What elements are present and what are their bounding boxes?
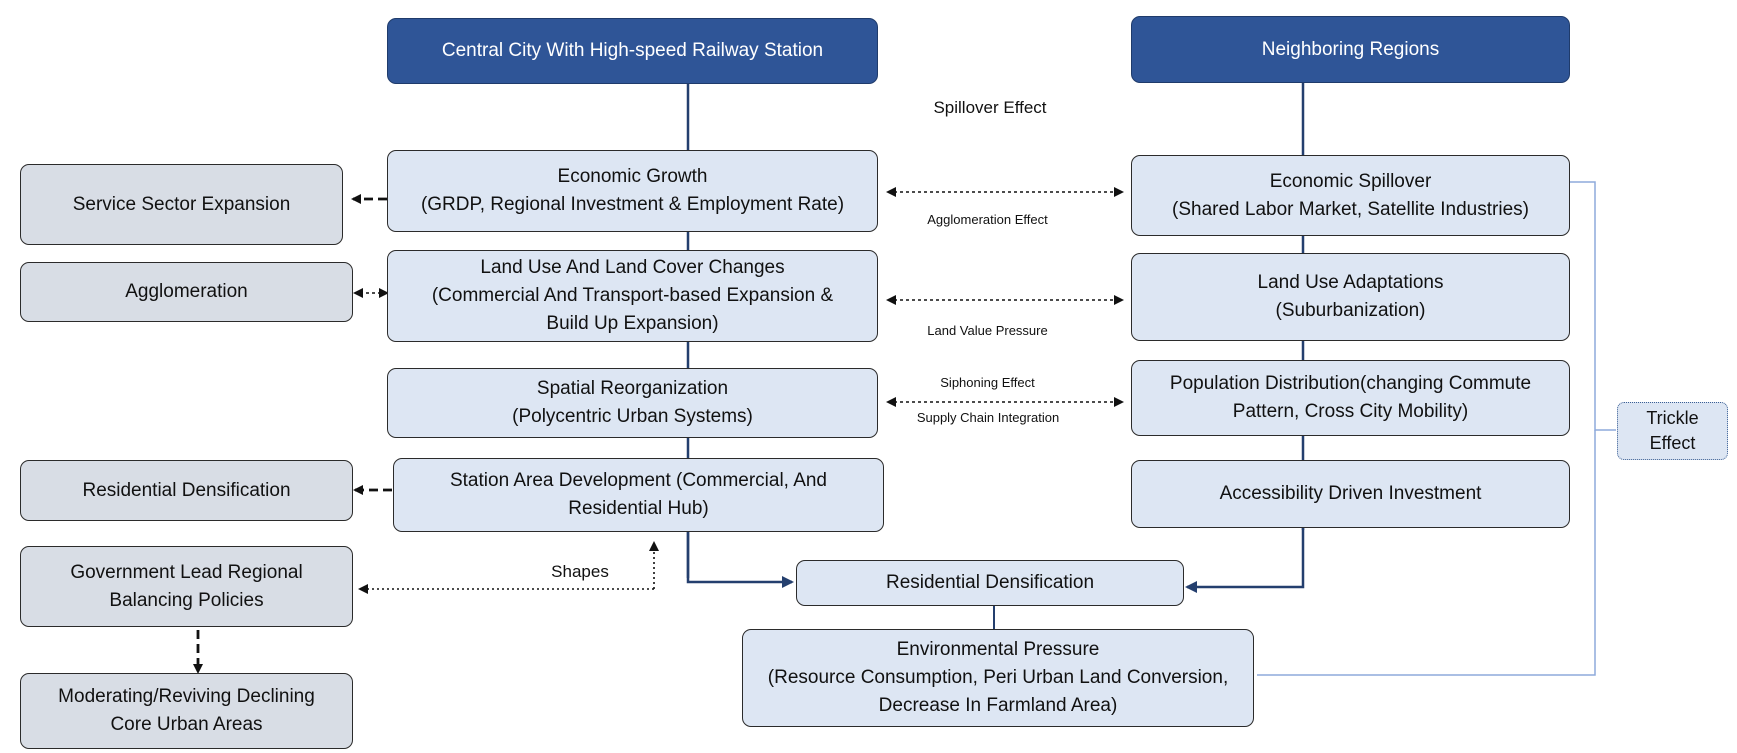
economic-spillover-box: Economic Spillover (Shared Labor Market,…	[1131, 155, 1570, 236]
central-to-residential-arrow	[686, 530, 794, 588]
land-use-changes-detail-2: Build Up Expansion)	[546, 313, 719, 334]
environmental-pressure-detail-1: (Resource Consumption, Peri Urban Land C…	[767, 667, 1229, 688]
station-area-development-box: Station Area Development (Commercial, An…	[393, 458, 884, 532]
residential-densification-left-text: Residential Densification	[82, 479, 291, 501]
environmental-pressure-detail-2: Decrease In Farmland Area)	[878, 695, 1118, 716]
siphoning-effect-label: Siphoning Effect	[940, 375, 1035, 390]
trickle-effect-line-2: Effect	[1649, 433, 1696, 453]
shapes-label: Shapes	[551, 562, 609, 581]
environmental-pressure-title: Environmental Pressure	[896, 639, 1100, 660]
trickle-bracket-bottom	[1257, 430, 1596, 676]
economic-spillover-detail: (Shared Labor Market, Satellite Industri…	[1172, 198, 1529, 220]
service-sector-expansion-box: Service Sector Expansion	[20, 164, 343, 245]
spatial-reorganization-title: Spatial Reorganization	[536, 378, 729, 399]
trickle-effect-box: Trickle Effect	[1617, 402, 1728, 460]
government-policies-line-2: Balancing Policies	[109, 589, 264, 611]
government-policies-box: Government Lead Regional Balancing Polic…	[20, 546, 353, 627]
trickle-bracket-top	[1570, 181, 1616, 431]
supply-chain-integration-label: Supply Chain Integration	[916, 410, 1060, 425]
central-city-header-text: Central City With High-speed Railway Sta…	[441, 40, 824, 61]
spillover-effect-label: Spillover Effect	[933, 98, 1047, 117]
land-use-adaptations-title: Land Use Adaptations	[1257, 272, 1444, 293]
residential-densification-bottom-text: Residential Densification	[885, 572, 1095, 593]
land-use-changes-detail-1: (Commercial And Transport-based Expansio…	[431, 285, 834, 306]
trickle-effect-line-1: Trickle	[1646, 408, 1699, 428]
moderating-line-1: Moderating/Reviving Declining	[58, 686, 315, 707]
agglomeration-effect-label: Agglomeration Effect	[927, 212, 1048, 227]
population-distribution-line-2: Pattern, Cross City Mobility)	[1232, 401, 1469, 422]
agglomeration-text: Agglomeration	[125, 281, 248, 302]
station-area-line-2: Residential Hub)	[568, 498, 709, 519]
residential-densification-left-box: Residential Densification	[20, 460, 353, 521]
population-distribution-box: Population Distribution(changing Commute…	[1131, 360, 1570, 436]
neighbor-to-residential-arrow	[1185, 528, 1305, 593]
moderating-line-2: Core Urban Areas	[110, 714, 263, 735]
spatial-reorganization-detail: (Polycentric Urban Systems)	[512, 406, 753, 427]
spatial-reorganization-box: Spatial Reorganization (Polycentric Urba…	[387, 368, 878, 438]
station-area-line-1: Station Area Development (Commercial, An…	[449, 470, 827, 491]
land-use-changes-box: Land Use And Land Cover Changes (Commerc…	[387, 250, 878, 342]
neighboring-regions-header: Neighboring Regions	[1131, 16, 1570, 83]
government-policies-line-1: Government Lead Regional	[70, 561, 303, 583]
environmental-pressure-box: Environmental Pressure (Resource Consump…	[742, 629, 1254, 727]
moderating-core-areas-box: Moderating/Reviving Declining Core Urban…	[20, 673, 353, 749]
agglomeration-box: Agglomeration	[20, 262, 353, 322]
population-distribution-line-1: Population Distribution(changing Commute	[1169, 373, 1532, 394]
accessibility-investment-title: Accessibility Driven Investment	[1219, 483, 1482, 504]
economic-growth-detail: (GRDP, Regional Investment & Employment …	[420, 194, 845, 215]
accessibility-investment-box: Accessibility Driven Investment	[1131, 460, 1570, 528]
economic-growth-box: Economic Growth (GRDP, Regional Investme…	[387, 150, 878, 232]
economic-growth-title: Economic Growth	[557, 166, 708, 187]
land-use-changes-title: Land Use And Land Cover Changes	[480, 257, 785, 278]
residential-densification-bottom-box: Residential Densification	[796, 560, 1184, 606]
neighboring-regions-header-text: Neighboring Regions	[1261, 38, 1440, 60]
land-use-adaptations-box: Land Use Adaptations (Suburbanization)	[1131, 253, 1570, 341]
service-sector-expansion-text: Service Sector Expansion	[72, 193, 291, 215]
central-city-header: Central City With High-speed Railway Sta…	[387, 18, 878, 84]
land-value-pressure-label: Land Value Pressure	[927, 323, 1048, 338]
land-use-adaptations-detail: (Suburbanization)	[1275, 300, 1426, 321]
economic-spillover-title: Economic Spillover	[1269, 170, 1432, 192]
